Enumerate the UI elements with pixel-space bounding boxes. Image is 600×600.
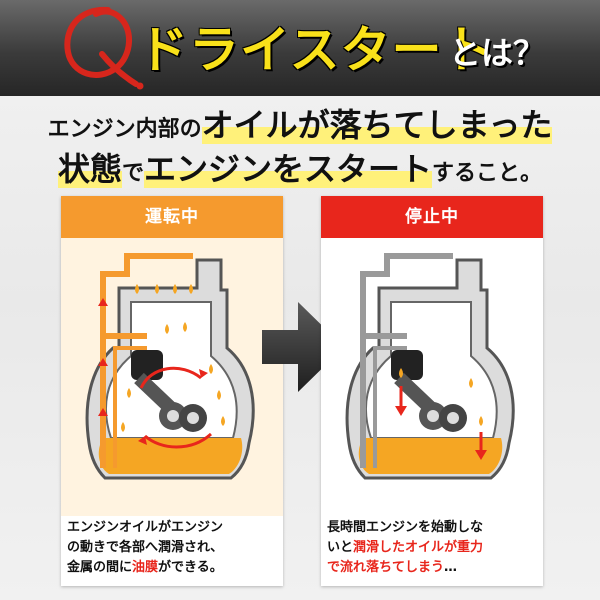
intro-text: エンジン内部の <box>47 117 202 142</box>
intro-highlight: エンジンをスタート <box>144 150 433 188</box>
panel-description: 長時間エンジンを始動しな いと潤滑したオイルが重力 で流れ落ちてしまう… <box>321 518 543 578</box>
panel-running: 運転中 エンジンオイルがエンジ <box>61 196 283 586</box>
desc-line: 長時間エンジンを始動しな <box>327 520 484 535</box>
desc-text: いと <box>327 540 354 555</box>
desc-highlight: 潤滑したオイルが重力 <box>353 540 484 555</box>
chevron-right-arrow-icon <box>262 302 344 392</box>
intro-text: すること。 <box>432 161 543 186</box>
desc-line: 金属の間に油膜ができる。 <box>67 558 277 578</box>
intro-highlight: 状態 <box>57 150 122 188</box>
desc-text: … <box>444 560 458 575</box>
header-banner: ドライスタート とは？ <box>0 0 600 96</box>
q-handwritten-icon <box>64 6 144 90</box>
desc-text: 金属の間に <box>67 560 133 575</box>
panel-title: 運転中 <box>61 196 283 238</box>
intro-line-2: 状態でエンジンをスタートすること。 <box>0 144 600 190</box>
desc-line: いと潤滑したオイルが重力 <box>327 538 537 558</box>
desc-text: ができる。 <box>158 560 223 575</box>
title-suffix: とは？ <box>449 34 546 72</box>
intro-text: で <box>121 161 144 186</box>
desc-highlight: で流れ落ちてしまう <box>327 560 445 575</box>
title-main: ドライスタート <box>138 21 494 79</box>
desc-line: エンジンオイルがエンジン <box>67 520 224 535</box>
engine-stopped-illustration <box>321 238 543 516</box>
intro-highlight: オイルが落ちてしまった <box>201 106 553 144</box>
desc-line: の動きで各部へ潤滑され、 <box>67 540 224 555</box>
engine-running-illustration <box>61 238 283 516</box>
desc-highlight: 油膜 <box>132 560 159 575</box>
panel-description: エンジンオイルがエンジン の動きで各部へ潤滑され、 金属の間に油膜ができる。 <box>61 518 283 578</box>
panel-stopped: 停止中 長時間エンジンを始動しな いと潤滑したオイルが重力 で流れ落ちてしまう… <box>321 196 543 586</box>
desc-line: で流れ落ちてしまう… <box>327 558 537 578</box>
intro-line-1: エンジン内部のオイルが落ちてしまった <box>0 100 600 146</box>
panel-title: 停止中 <box>321 196 543 238</box>
